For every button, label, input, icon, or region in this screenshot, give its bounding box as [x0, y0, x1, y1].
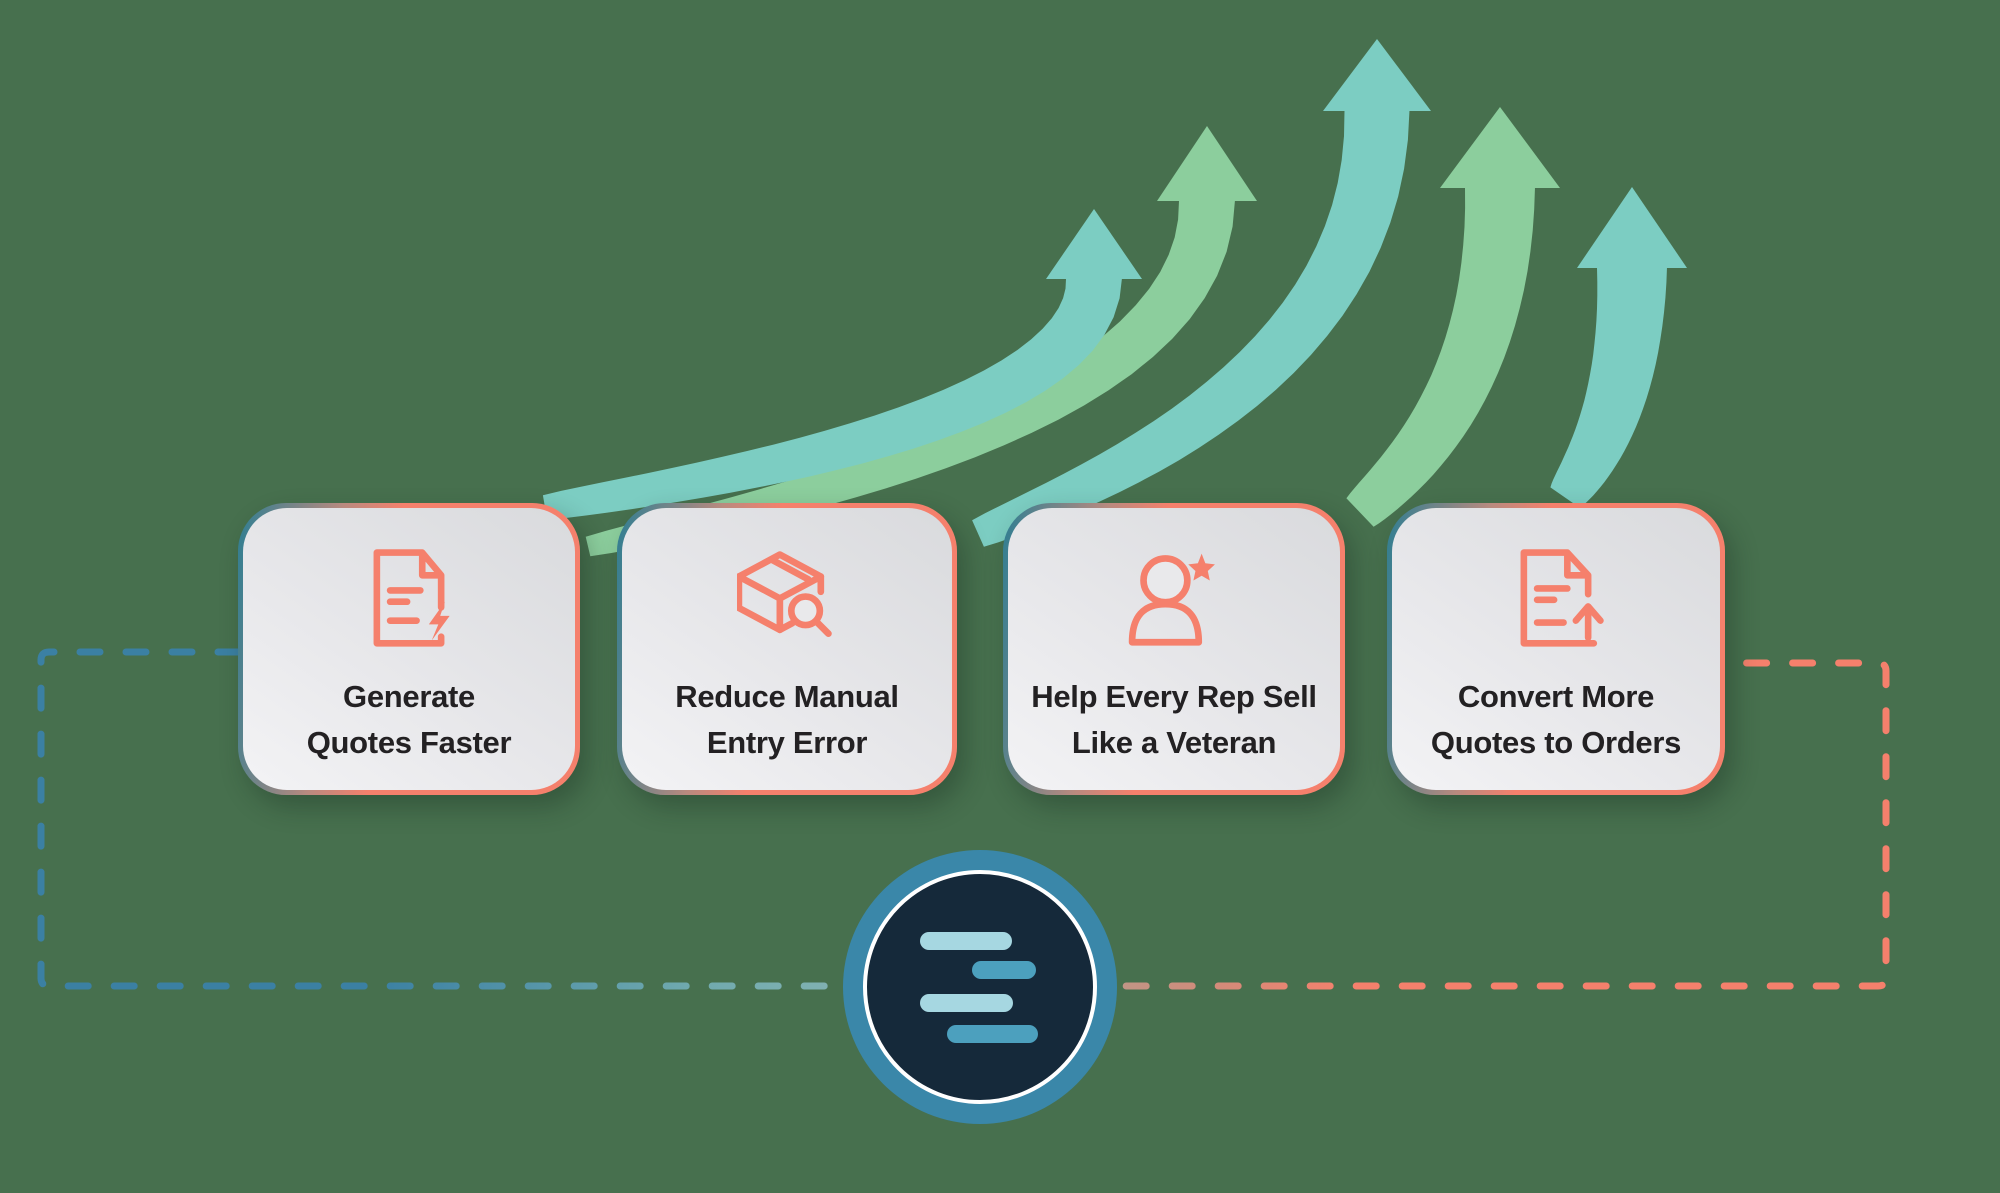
growth-arrow-tail — [972, 110, 1410, 547]
card-title-line1: Help Every Rep Sell — [1031, 679, 1317, 714]
benefit-card-convert-quotes: Convert More Quotes to Orders — [1387, 503, 1725, 795]
growth-arrow-head — [1046, 209, 1142, 279]
logo-bar — [947, 1025, 1038, 1043]
benefit-card-reduce-error: Reduce Manual Entry Error — [617, 503, 957, 795]
card-title-line2: Quotes Faster — [306, 725, 512, 760]
growth-arrow-head — [1323, 39, 1431, 111]
document-upload-icon — [1392, 544, 1720, 650]
growth-arrow-tail — [1346, 187, 1535, 527]
card-surface: Generate Quotes Faster — [243, 508, 575, 790]
growth-arrow-head — [1157, 126, 1257, 201]
card-title-line1: Generate — [343, 679, 475, 714]
card-title-line2: Like a Veteran — [1071, 725, 1277, 760]
logo-bar — [972, 961, 1036, 979]
growth-arrow-tail — [542, 278, 1122, 520]
card-surface: Reduce Manual Entry Error — [622, 508, 952, 790]
logo-bar — [920, 932, 1012, 950]
card-title-line2: Quotes to Orders — [1430, 725, 1682, 760]
card-title: Help Every Rep Sell Like a Veteran — [1008, 674, 1340, 766]
brand-logo-badge — [843, 850, 1117, 1124]
document-lightning-icon — [243, 544, 575, 650]
card-title-line2: Entry Error — [706, 725, 868, 760]
card-surface: Convert More Quotes to Orders — [1392, 508, 1720, 790]
card-title-line1: Convert More — [1457, 679, 1655, 714]
benefit-card-generate-quotes: Generate Quotes Faster — [238, 503, 580, 795]
growth-arrow-tail — [1550, 267, 1667, 508]
logo-bar — [920, 994, 1013, 1012]
box-magnifier-icon — [622, 544, 952, 650]
logo-inner-circle — [863, 870, 1097, 1104]
card-title: Generate Quotes Faster — [243, 674, 575, 766]
person-star-icon — [1008, 544, 1340, 650]
card-title: Convert More Quotes to Orders — [1392, 674, 1720, 766]
growth-arrow-head — [1577, 187, 1687, 268]
card-surface: Help Every Rep Sell Like a Veteran — [1008, 508, 1340, 790]
growth-arrow-head — [1440, 107, 1560, 188]
benefit-card-rep-sell: Help Every Rep Sell Like a Veteran — [1003, 503, 1345, 795]
card-title-line1: Reduce Manual — [675, 679, 899, 714]
card-title: Reduce Manual Entry Error — [622, 674, 952, 766]
